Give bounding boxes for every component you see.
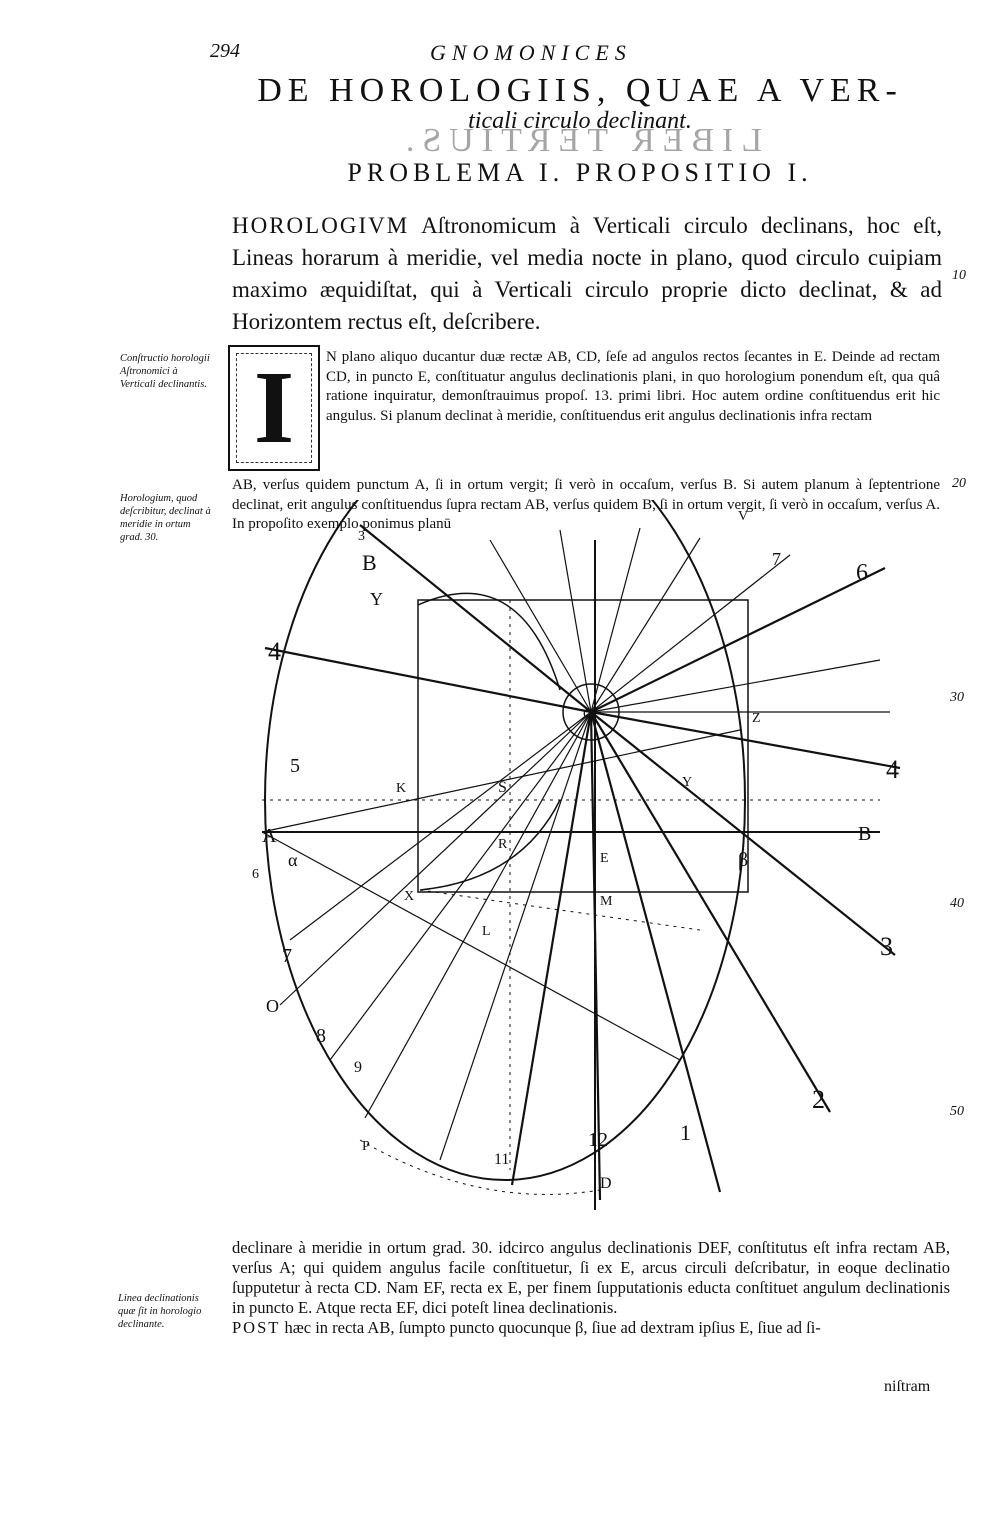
label-m: M — [600, 894, 613, 909]
label-hour-9: 9 — [354, 1059, 362, 1076]
construction-rectangle — [417, 599, 749, 893]
hour-line-11 — [510, 711, 593, 1186]
hour-line-aux — [590, 659, 881, 713]
line-number: 20 — [952, 476, 966, 491]
label-v: V — [738, 509, 748, 524]
running-head: GNOMONICES — [430, 40, 632, 65]
hour-line-4-right — [590, 710, 901, 770]
label-k: K — [396, 781, 406, 796]
hour-line-aux — [279, 711, 592, 1006]
label-hour-1: 1 — [680, 1120, 691, 1145]
label-hour-11: 11 — [494, 1151, 509, 1168]
drop-cap-letter: I — [253, 350, 295, 465]
hour-line-aux — [590, 527, 641, 713]
line-number: 30 — [950, 690, 964, 705]
label-z: Z — [752, 711, 761, 726]
hour-line-4-left — [264, 646, 592, 714]
proposition-lead: HOROLOGIVM — [232, 213, 410, 238]
label-hour-6-left: 6 — [252, 867, 259, 882]
label-hour-4-left: 4 — [268, 637, 281, 666]
chapter-title: DE HOROLOGIIS, QUAE A VER- — [257, 72, 903, 109]
hour-line-aux — [261, 831, 681, 1061]
label-hour-7: 7 — [282, 945, 292, 967]
label-p: P — [362, 1139, 370, 1154]
label-b: B — [858, 823, 871, 845]
body-paragraph-continued: AB, verſus quidem punctum A, ſi in ortum… — [232, 477, 940, 532]
drop-cap: I — [228, 345, 320, 471]
sundial-diagram: A B D E G L M K R S X Y Y Z O P V α β 1 … — [252, 500, 901, 1210]
label-beta: β — [738, 849, 748, 871]
label-hour-4-right: 4 — [886, 755, 899, 784]
problem-heading: PROBLEMA I. PROPOSITIO I. — [347, 158, 813, 187]
chapter-subtitle: ticali circulo declinant. — [468, 108, 692, 134]
label-d: D — [600, 1175, 612, 1192]
hour-line-3 — [590, 711, 896, 956]
hour-line-aux — [439, 711, 592, 1161]
label-o: O — [266, 996, 279, 1016]
arc-y — [417, 592, 561, 691]
label-hour-7-top: 7 — [772, 549, 781, 569]
label-y-top: Y — [370, 589, 383, 609]
label-y: Y — [682, 775, 692, 790]
dotted-arc — [359, 1139, 601, 1195]
label-s: S — [498, 779, 507, 796]
label-hour-6-right: 6 — [856, 560, 868, 586]
drop-cap-ornament — [236, 353, 312, 463]
margin-note-construction: Conſtructio horologii Aſtronomici à Vert… — [120, 353, 210, 390]
hour-line-aux — [590, 537, 701, 713]
post-text: hæc in recta AB, ſumpto puncto quocunque… — [284, 1318, 821, 1337]
line-number: 50 — [950, 1104, 964, 1119]
label-hour-3: 3 — [880, 932, 893, 961]
arc-x — [419, 799, 561, 891]
hour-line-1 — [589, 711, 722, 1193]
page-number: 294 — [210, 40, 240, 62]
label-hour-5: 5 — [290, 755, 300, 777]
hour-line-aux — [364, 711, 592, 1119]
label-hour-12: 12 — [588, 1129, 608, 1151]
hour-line-aux — [289, 711, 592, 941]
label-x: X — [404, 889, 414, 904]
hour-line-aux — [329, 711, 592, 1061]
hour-line-12 — [589, 711, 602, 1201]
label-alpha: α — [288, 850, 298, 870]
hour-line-aux — [559, 529, 592, 713]
hour-line-6 — [590, 567, 886, 713]
line-number: 10 — [952, 268, 966, 283]
hour-line-aux — [489, 539, 592, 713]
line-number: 40 — [950, 896, 964, 911]
hour-line-aux — [590, 554, 791, 713]
catchword: niſtram — [884, 1378, 931, 1395]
label-hour-b: B — [362, 550, 377, 575]
body-paragraph-indented: N plano aliquo ducantur duæ rectæ AB, CD… — [326, 349, 940, 424]
label-g: G — [583, 707, 593, 722]
paragraph-declination: declinare à meridie in ortum grad. 30. i… — [232, 1238, 950, 1317]
margin-note-declination-line: Linea declinationis quæ ſit in horologio… — [118, 1293, 202, 1330]
label-hour-3-top: 3 — [358, 529, 365, 544]
label-hour-8: 8 — [316, 1025, 326, 1047]
post-lead: POST — [232, 1318, 281, 1337]
proposition-body: Aſtronomicum à Verticali circulo declina… — [232, 213, 942, 334]
label-e: E — [600, 851, 609, 866]
hour-line-b — [359, 524, 592, 713]
proposition-text: HOROLOGIVM Aſtronomicum à Verticali circ… — [232, 210, 942, 338]
label-a: A — [262, 825, 277, 847]
hour-line-aux — [261, 729, 741, 833]
label-r: R — [498, 837, 508, 852]
margin-note-declination: Horologium, quod deſcribitur, declinat à… — [120, 493, 211, 543]
label-hour-2: 2 — [812, 1085, 825, 1114]
label-l: L — [482, 924, 491, 939]
body-paragraph-after-figure: declinare à meridie in ortum grad. 30. i… — [232, 1238, 950, 1338]
hour-line-2 — [590, 711, 831, 1113]
